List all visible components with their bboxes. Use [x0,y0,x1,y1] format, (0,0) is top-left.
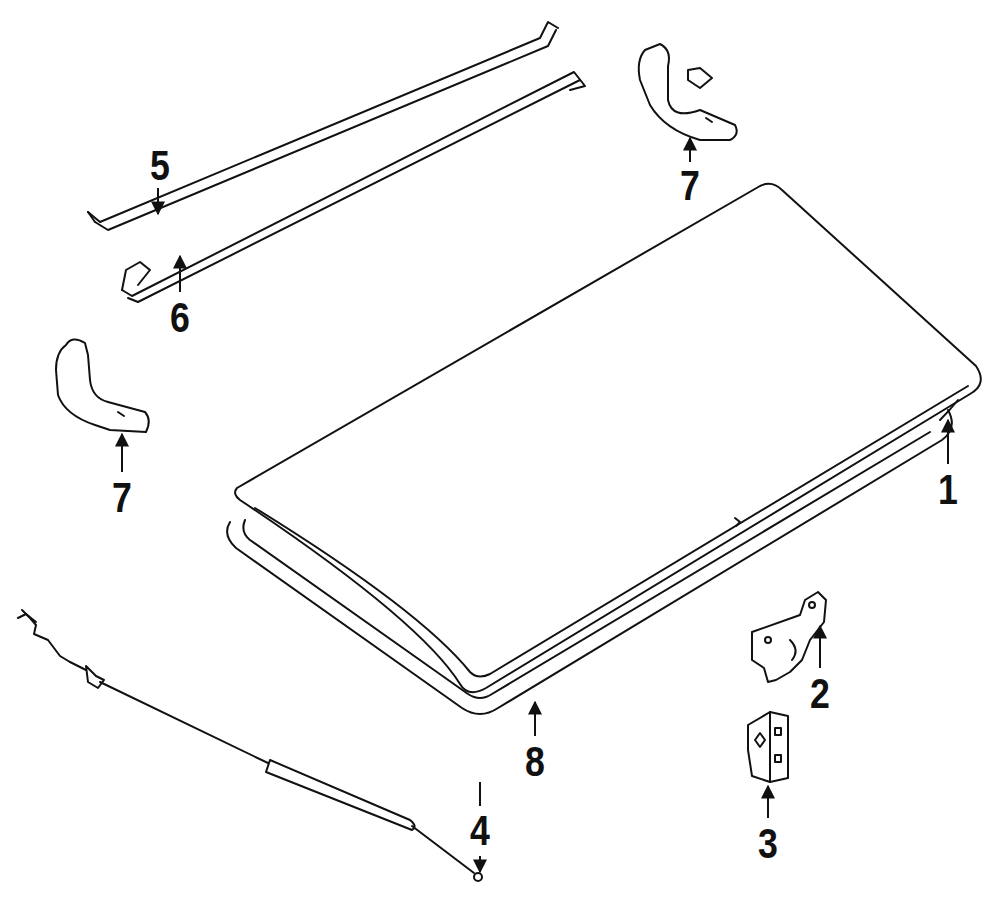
callout-number: 7 [112,477,132,519]
torsion-bar [122,72,585,302]
callout-number: 5 [150,145,170,187]
hinge [639,44,737,140]
trunk-lid [235,184,981,692]
latch [752,592,826,682]
callout-number: 6 [170,297,190,339]
callout-number: 4 [470,810,490,852]
callout-number: 1 [938,469,958,511]
callout-number: 7 [680,165,700,207]
leader-arrows [122,138,948,872]
callout-number: 3 [758,823,778,865]
striker [748,712,788,782]
callout-number: 8 [525,741,545,783]
release-cable [18,610,482,881]
hinge [56,339,149,432]
callout-number: 2 [810,673,830,715]
